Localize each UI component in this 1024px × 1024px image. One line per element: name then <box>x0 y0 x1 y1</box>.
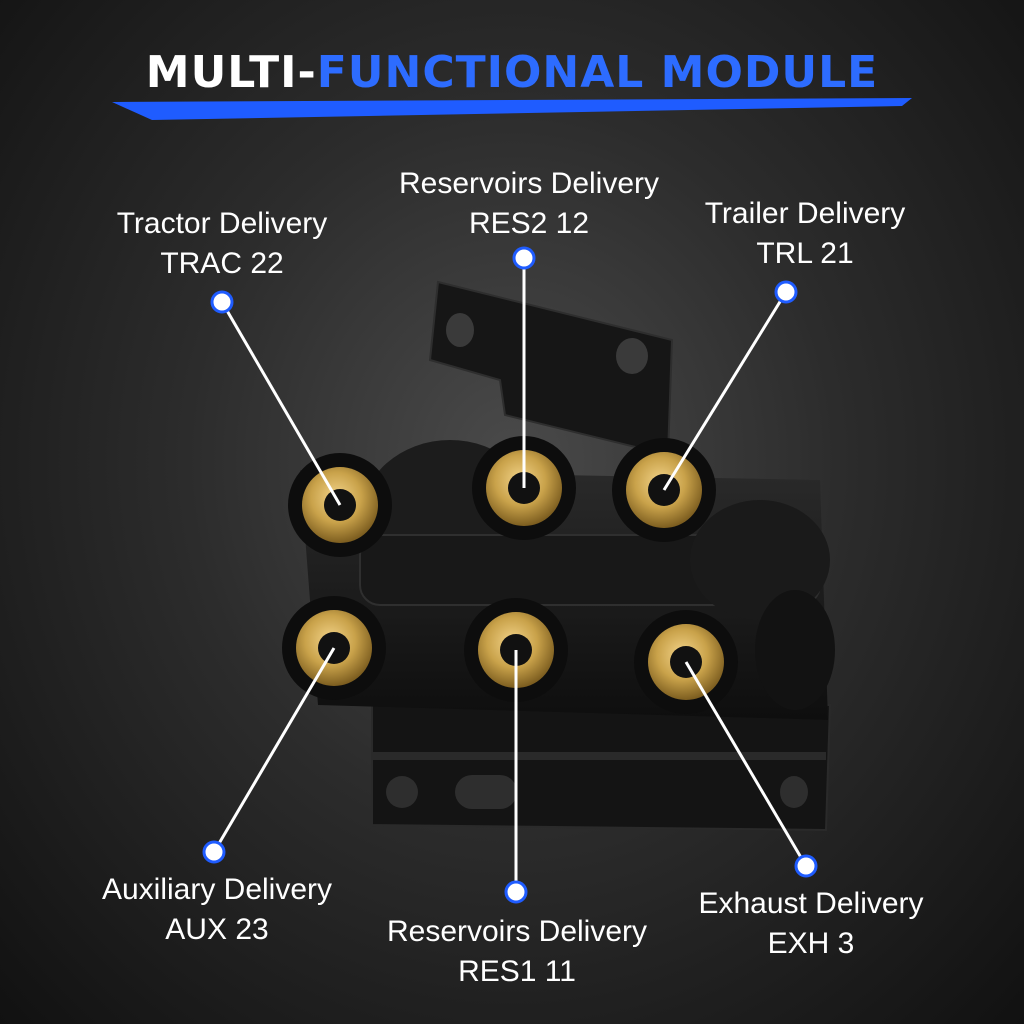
leader-line-exhaust <box>684 661 808 867</box>
marker-dot-res1 <box>504 880 528 904</box>
marker-dot-exhaust <box>794 854 818 878</box>
leader-line-aux <box>212 647 336 853</box>
label-name: Auxiliary Delivery <box>101 873 333 906</box>
base-plate <box>371 698 832 832</box>
marker-dot-res2 <box>512 246 536 270</box>
label-code: RES1 11 <box>458 955 576 988</box>
label-reservoirs-delivery-res1: Reservoirs Delivery RES1 11 <box>372 912 662 992</box>
title-part-2: FUNCTIONAL <box>316 47 645 98</box>
label-name: Exhaust Delivery <box>698 887 924 920</box>
title-part-3: MODULE <box>660 47 879 98</box>
marker-dot-aux <box>202 840 226 864</box>
title-part-1: MULTI- <box>145 47 317 98</box>
label-code: TRL 21 <box>756 237 854 270</box>
label-code: AUX 23 <box>165 913 269 946</box>
label-name: Trailer Delivery <box>704 197 906 230</box>
label-code: TRAC 22 <box>160 247 284 280</box>
leader-line-trailer <box>662 291 788 491</box>
label-reservoirs-delivery-res2: Reservoirs Delivery RES2 12 <box>384 164 674 244</box>
mounting-bracket <box>428 280 674 457</box>
marker-dot-tractor <box>210 290 234 314</box>
label-code: RES2 12 <box>468 207 590 240</box>
label-auxiliary-delivery: Auxiliary Delivery AUX 23 <box>88 870 346 950</box>
label-code: EXH 3 <box>767 927 855 960</box>
label-tractor-delivery: Tractor Delivery TRAC 22 <box>102 204 342 284</box>
label-trailer-delivery: Trailer Delivery TRL 21 <box>692 194 918 274</box>
label-exhaust-delivery: Exhaust Delivery EXH 3 <box>686 884 936 964</box>
label-name: Reservoirs Delivery <box>398 167 660 200</box>
label-name: Reservoirs Delivery <box>386 915 648 948</box>
title-underline-swoosh <box>112 98 912 120</box>
marker-dot-trailer <box>774 280 798 304</box>
label-name: Tractor Delivery <box>116 207 328 240</box>
page-title: MULTI-FUNCTIONAL MODULE <box>0 46 1024 100</box>
leader-line-tractor <box>220 301 342 506</box>
